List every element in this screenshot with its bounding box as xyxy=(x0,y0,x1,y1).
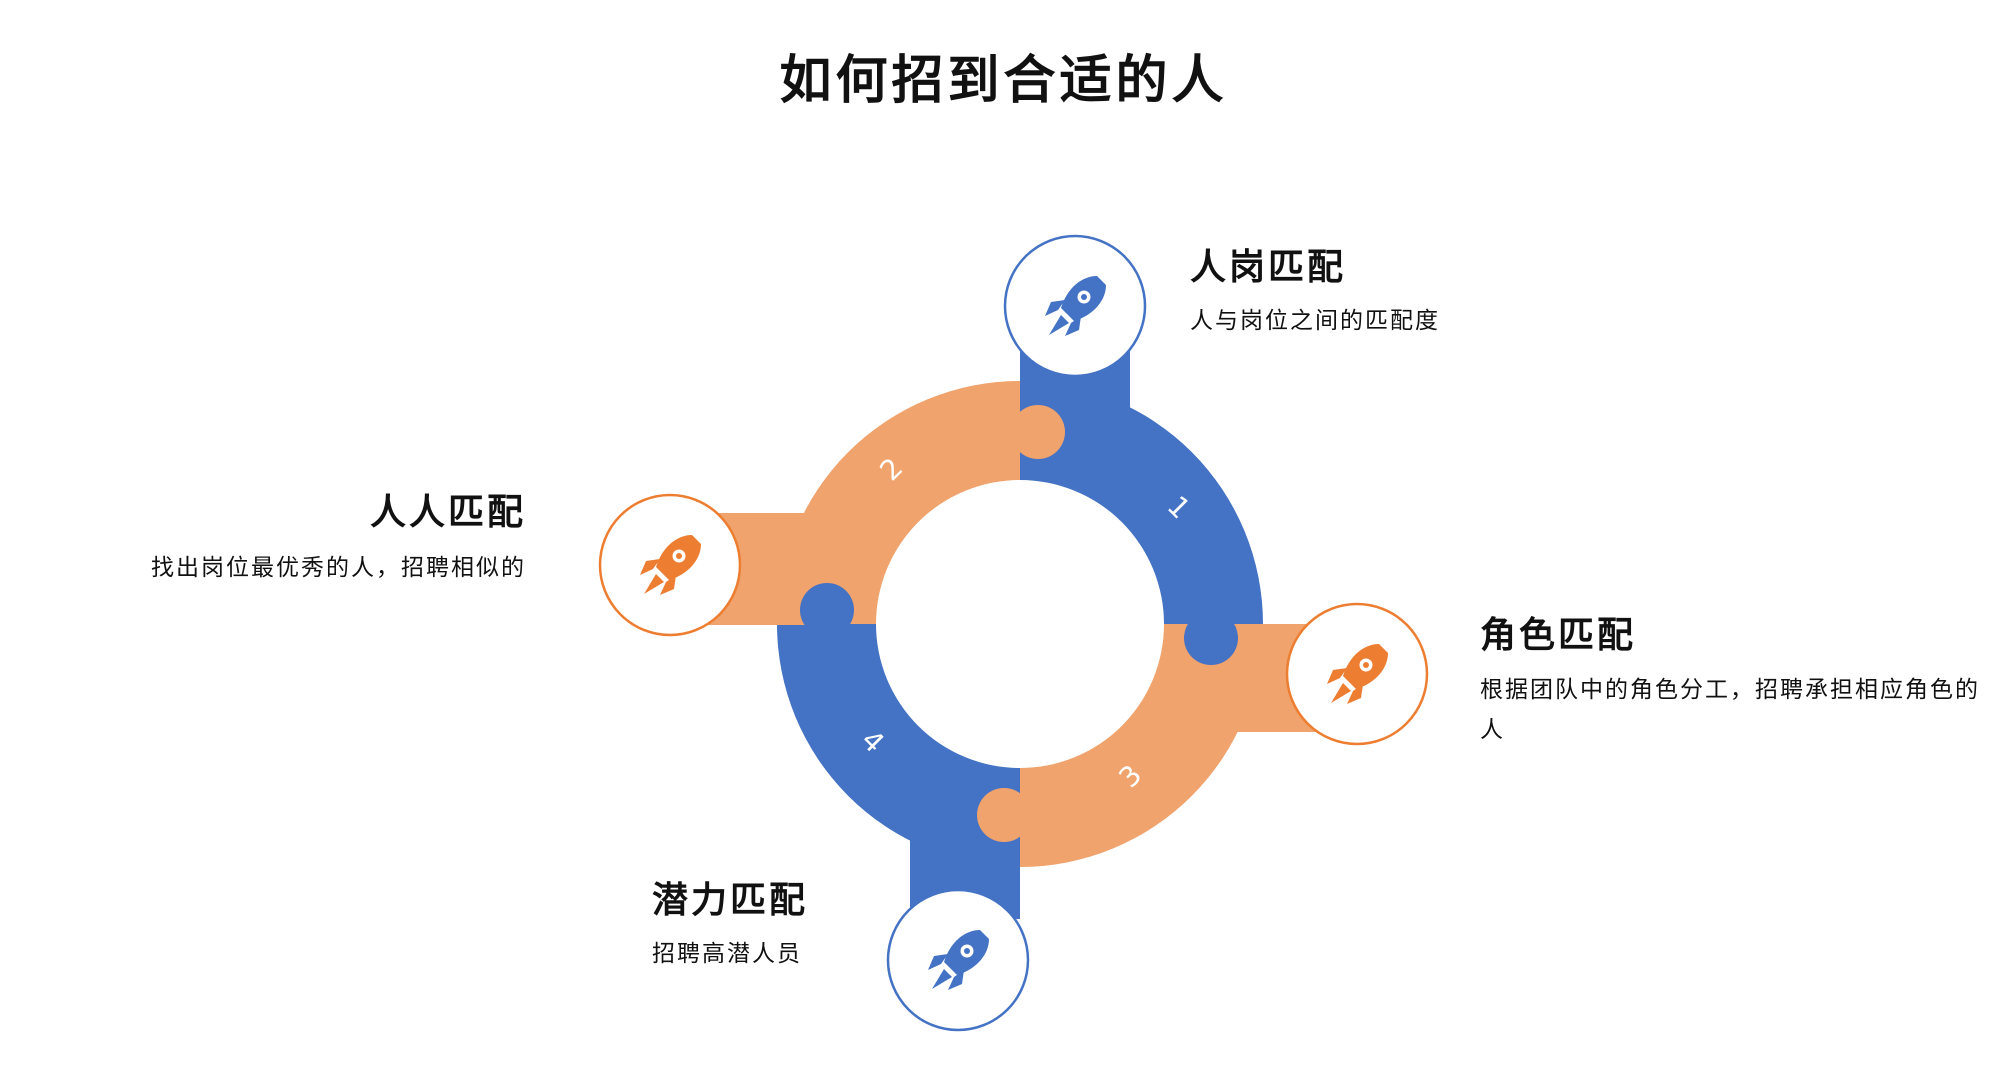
segment-4-blue-quadrant xyxy=(777,624,1020,867)
icon-badge-top xyxy=(1003,234,1147,378)
item-title-person-job-match: 人岗匹配 xyxy=(1190,246,1347,288)
item-desc-role-match: 根据团队中的角色分工，招聘承担相应角色的人 xyxy=(1480,677,1980,743)
icon-badge-right xyxy=(1285,602,1429,746)
item-desc-potential-match: 招聘高潜人员 xyxy=(652,941,802,967)
segment-1-blue-quadrant xyxy=(1020,381,1263,624)
knob-left xyxy=(800,583,854,637)
segment-3-orange-quadrant xyxy=(1020,624,1263,867)
item-desc-person-person-match: 找出岗位最优秀的人，招聘相似的 xyxy=(151,555,526,581)
page-title: 如何招到合适的人 xyxy=(779,50,1228,111)
item-desc-person-job-match: 人与岗位之间的匹配度 xyxy=(1190,308,1440,334)
icon-badge-bottom xyxy=(886,888,1030,1032)
segment-2-orange-quadrant xyxy=(777,381,1020,624)
knob-bottom xyxy=(977,788,1031,842)
item-title-role-match: 角色匹配 xyxy=(1480,614,1637,656)
item-title-potential-match: 潜力匹配 xyxy=(652,879,809,921)
item-title-person-person-match: 人人匹配 xyxy=(369,491,526,533)
knob-right xyxy=(1184,611,1238,665)
icon-badge-left xyxy=(598,493,742,637)
knob-top-right xyxy=(1011,405,1065,459)
